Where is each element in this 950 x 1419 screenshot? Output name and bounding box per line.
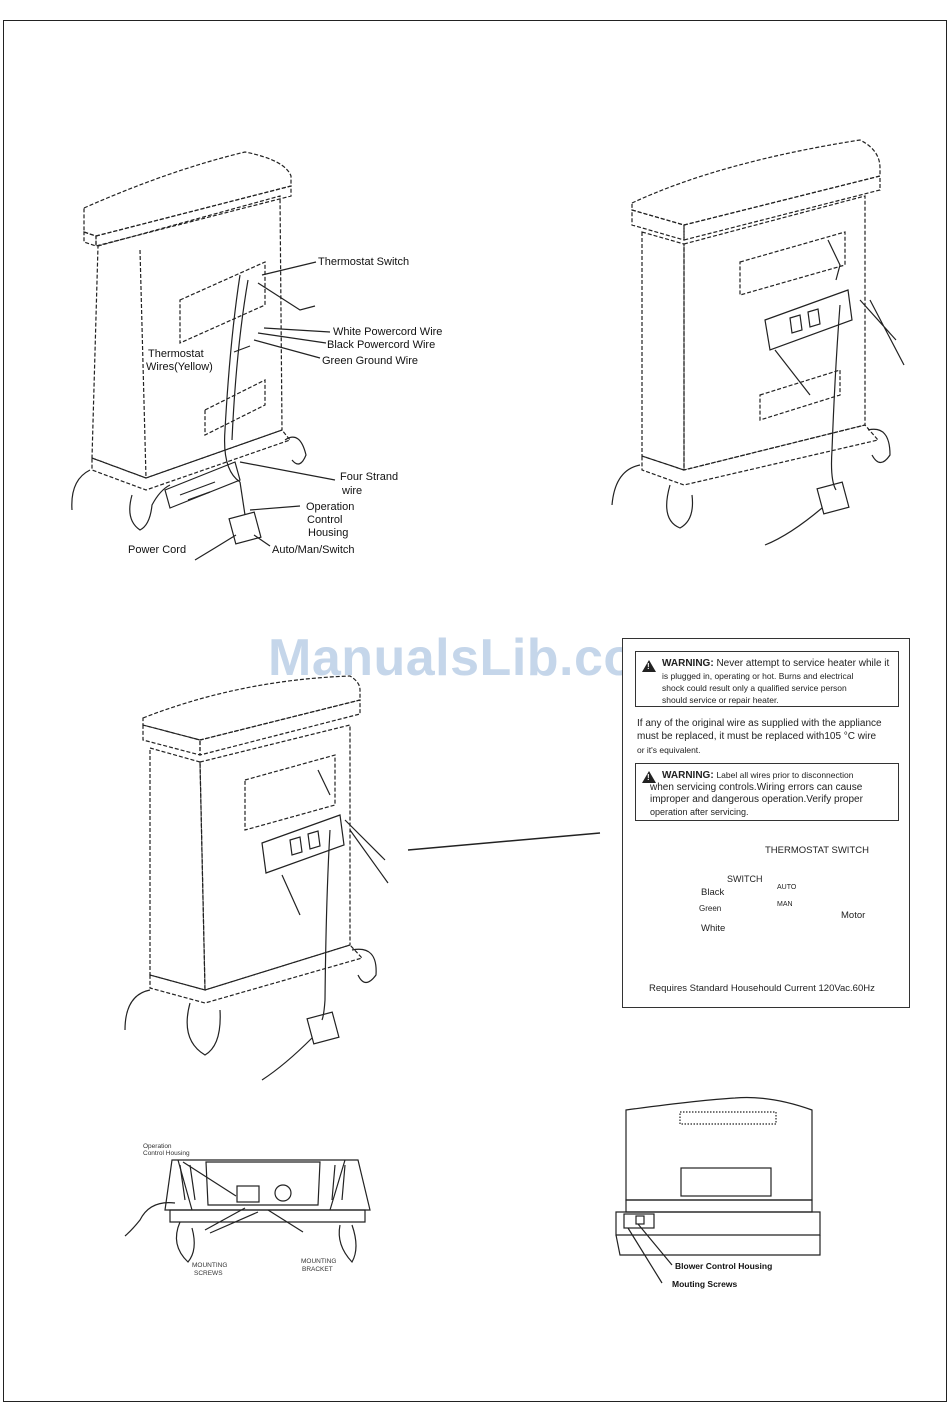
- warning-2-line-2: when servicing controls.Wiring errors ca…: [650, 782, 863, 793]
- fig6-back-drawing: [615, 1096, 821, 1284]
- warning-box-1: ! WARNING: Never attempt to service heat…: [635, 651, 899, 707]
- diagram-label-white: White: [701, 923, 726, 934]
- diagram-label-green: Green: [699, 904, 722, 913]
- fig5-label-mounting-screws-2: SCREWS: [194, 1270, 223, 1277]
- warning-1-label: WARNING:: [662, 658, 714, 669]
- warning-1-line-4: should service or repair heater.: [662, 695, 779, 705]
- diagram-label-thermostat-switch: THERMOSTAT SWITCH: [765, 845, 869, 856]
- fig6-label-blower-control-housing: Blower Control Housing: [675, 1261, 773, 1271]
- warning-2-line-4: operation after servicing.: [650, 807, 749, 817]
- replacement-line-3: or it's equivalent.: [637, 745, 701, 755]
- fig5-label-mounting-bracket-2: BRACKET: [302, 1266, 333, 1273]
- label-four-strand-1: Four Strand: [340, 471, 399, 483]
- fig5-label-mounting-bracket-1: MOUNTING: [301, 1258, 337, 1265]
- label-thermostat-switch: Thermostat Switch: [318, 256, 410, 268]
- fig5-label-mounting-screws-1: MOUNTING: [192, 1262, 228, 1269]
- label-auto-man-switch: Auto/Man/Switch: [272, 544, 355, 556]
- diagram-label-switch: SWITCH: [727, 874, 763, 884]
- replacement-line-2: must be replaced, it must be replaced wi…: [637, 731, 877, 742]
- label-op-control-2: Control: [307, 514, 343, 526]
- diagram-label-man: MAN: [777, 901, 793, 908]
- label-op-control-1: Operation: [306, 501, 355, 513]
- label-thermostat-wires-2: Wires(Yellow): [146, 361, 213, 373]
- replacement-line-1: If any of the original wire as supplied …: [637, 718, 882, 729]
- label-white-powercord-wire: White Powercord Wire: [333, 326, 443, 338]
- fig2-heater-drawing: [611, 139, 905, 546]
- fig1-heater-drawing: [71, 151, 336, 561]
- fig5-underside-drawing: [124, 1159, 371, 1264]
- label-thermostat-wires-1: Thermostat: [148, 348, 204, 360]
- warning-2-line-3: improper and dangerous operation.Verify …: [650, 794, 863, 805]
- page-border: [3, 20, 947, 1402]
- diagram-label-black: Black: [701, 887, 725, 898]
- warning-icon: !: [642, 660, 656, 672]
- warning-1-line-2: is plugged in, operating or hot. Burns a…: [662, 671, 854, 681]
- label-black-powercord-wire: Black Powercord Wire: [327, 339, 436, 351]
- watermark: ManualsLib.com: [268, 629, 683, 687]
- diagram-label-auto: AUTO: [777, 884, 797, 891]
- label-four-strand-2: wire: [342, 485, 363, 497]
- label-power-cord: Power Cord: [128, 544, 187, 556]
- warning-1-line-1: Never attempt to service heater while it: [716, 658, 890, 669]
- warning-1-line-3: shock could result only a qualified serv…: [662, 683, 847, 693]
- warning-panel: ! WARNING: Never attempt to service heat…: [622, 638, 910, 1008]
- current-requirement: Requires Standard Househould Current 120…: [649, 983, 875, 994]
- warning-icon: !: [642, 771, 656, 783]
- warning-2-line-1: Label all wires prior to disconnection: [716, 770, 854, 780]
- fig5-label-op-control-2: Control Housing: [143, 1150, 190, 1157]
- fig3-heater-drawing: [124, 675, 601, 1081]
- label-green-ground-wire: Green Ground Wire: [322, 355, 418, 367]
- fig5-label-op-control-1: Operation: [143, 1143, 172, 1150]
- diagram-label-motor: Motor: [841, 910, 866, 921]
- fig6-label-mounting-screws: Mouting Screws: [672, 1279, 738, 1289]
- warning-2-label: WARNING:: [662, 770, 714, 781]
- label-op-control-3: Housing: [308, 527, 349, 539]
- warning-box-2: ! WARNING: Label all wires prior to disc…: [635, 763, 899, 821]
